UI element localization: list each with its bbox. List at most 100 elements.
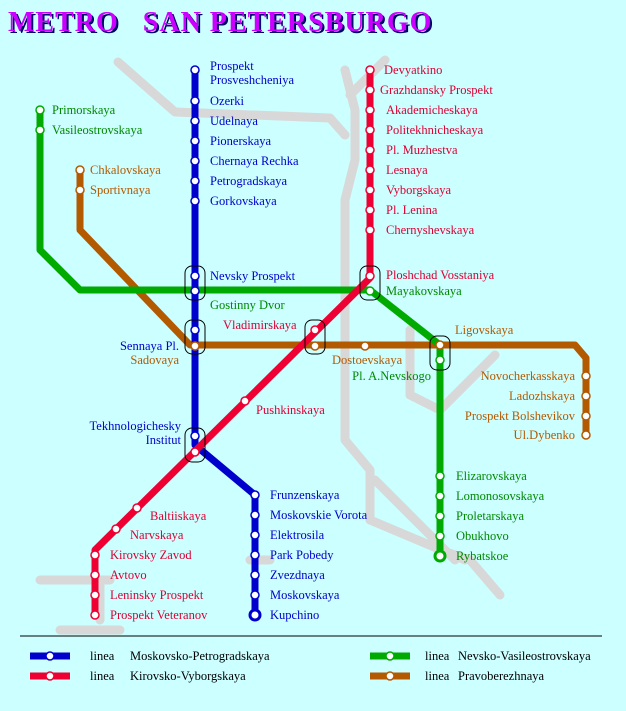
station-label: Akademicheskaya: [386, 103, 478, 117]
station-label: Vladimirskaya: [223, 318, 297, 332]
station-label: Institut: [146, 433, 182, 447]
station-label: Sportivnaya: [90, 183, 151, 197]
station-dot: [190, 341, 200, 351]
station-dot: [250, 590, 260, 600]
station-label: Gostinny Dvor: [210, 298, 285, 312]
station-label: Proletarskaya: [456, 509, 524, 523]
station-dot: [435, 511, 445, 521]
station-dot: [250, 510, 260, 520]
station-dot: [90, 610, 100, 620]
station-label: Petrogradskaya: [210, 174, 288, 188]
station-label: Frunzenskaya: [270, 488, 340, 502]
station-label: Prosveshcheniya: [210, 73, 294, 87]
station-dot: [365, 125, 375, 135]
station-label: Gorkovskaya: [210, 194, 277, 208]
station-label: Sadovaya: [130, 353, 179, 367]
station-dot: [435, 531, 445, 541]
legend-blue-label: Moskovsko-Petrogradskaya: [130, 649, 270, 663]
station-label: Leninsky Prospekt: [110, 588, 204, 602]
station-label: Chkalovskaya: [90, 163, 161, 177]
station-label: Nevsky Prospekt: [210, 269, 296, 283]
station-label: Primorskaya: [52, 103, 116, 117]
station-label: Prospekt: [210, 59, 254, 73]
station-dot: [365, 286, 375, 296]
station-dot: [365, 185, 375, 195]
station-label: Lomonosovskaya: [456, 489, 545, 503]
station-dot: [365, 271, 375, 281]
station-dot: [435, 355, 445, 365]
station-dot: [581, 391, 591, 401]
station-dot: [35, 105, 45, 115]
station-label: Dostoevskaya: [332, 353, 403, 367]
green-line-labels: Primorskaya Vasileostrovskaya Gostinny D…: [52, 103, 545, 563]
station-label: Elizarovskaya: [456, 469, 527, 483]
station-dot: [190, 176, 200, 186]
legend-green: linea Nevsko-Vasileostrovskaya: [370, 649, 591, 663]
station-dot: [250, 570, 260, 580]
legend-word: linea: [90, 649, 115, 663]
station-dot: [111, 524, 121, 534]
station-dot: [365, 85, 375, 95]
station-dot: [90, 590, 100, 600]
station-dot: [310, 341, 320, 351]
station-label: Pushkinskaya: [256, 403, 325, 417]
station-label: Vasileostrovskaya: [52, 123, 143, 137]
station-label: Moskovskie Vorota: [270, 508, 368, 522]
station-label: Grazhdansky Prospekt: [380, 83, 493, 97]
station-label: Obukhovo: [456, 529, 509, 543]
station-label: Ploshchad Vosstaniya: [386, 268, 495, 282]
station-label: Kirovsky Zavod: [110, 548, 192, 562]
station-dot: [248, 608, 262, 622]
legend-orange: linea Pravoberezhnaya: [370, 669, 545, 683]
station-dot: [190, 447, 200, 457]
station-label: Baltiiskaya: [150, 509, 207, 523]
station-dot: [435, 340, 445, 350]
station-dot: [132, 503, 142, 513]
legend-word: linea: [90, 669, 115, 683]
station-label: Chernaya Rechka: [210, 154, 299, 168]
station-label: Avtovo: [110, 568, 147, 582]
station-label: Prospekt Veteranov: [110, 608, 208, 622]
station-label: Narvskaya: [130, 528, 184, 542]
station-label: Rybatskoe: [456, 549, 509, 563]
station-dot: [581, 371, 591, 381]
station-dot: [250, 550, 260, 560]
station-label: Vyborgskaya: [386, 183, 451, 197]
station-dot: [365, 205, 375, 215]
station-dot: [190, 156, 200, 166]
station-label: Ligovskaya: [455, 323, 514, 337]
red-line-labels: Devyatkino Grazhdansky Prospekt Akademic…: [110, 63, 495, 622]
station-dot: [365, 225, 375, 235]
station-dot: [250, 490, 260, 500]
station-dot: [190, 65, 200, 75]
station-dot: [365, 145, 375, 155]
line-green: [36, 110, 444, 558]
station-dot: [435, 471, 445, 481]
station-label: Pionerskaya: [210, 134, 272, 148]
legend: linea Moskovsko-Petrogradskaya linea Kir…: [30, 649, 591, 683]
station-label: Park Pobedy: [270, 548, 334, 562]
station-dot: [190, 286, 200, 296]
station-dot: [190, 271, 200, 281]
station-label: Lesnaya: [386, 163, 428, 177]
station-label: Politekhnicheskaya: [386, 123, 484, 137]
station-dot: [90, 550, 100, 560]
station-label: Ladozhskaya: [509, 389, 575, 403]
station-dot: [365, 165, 375, 175]
legend-orange-label: Pravoberezhnaya: [458, 669, 545, 683]
station-label: Zvezdnaya: [270, 568, 325, 582]
station-label: Moskovskaya: [270, 588, 340, 602]
station-label: Chernyshevskaya: [386, 223, 475, 237]
station-dot: [190, 96, 200, 106]
station-dot: [250, 530, 260, 540]
station-label: Novocherkasskaya: [481, 369, 576, 383]
legend-word: linea: [425, 669, 450, 683]
blue-line-labels: Prospekt Prosveshcheniya Ozerki Udelnaya…: [90, 59, 368, 622]
station-label: Pl. Muzhestva: [386, 143, 458, 157]
station-dot: [433, 549, 447, 563]
station-dot: [581, 411, 591, 421]
station-dot: [310, 325, 320, 335]
station-dot: [190, 431, 200, 441]
station-dot: [360, 341, 370, 351]
